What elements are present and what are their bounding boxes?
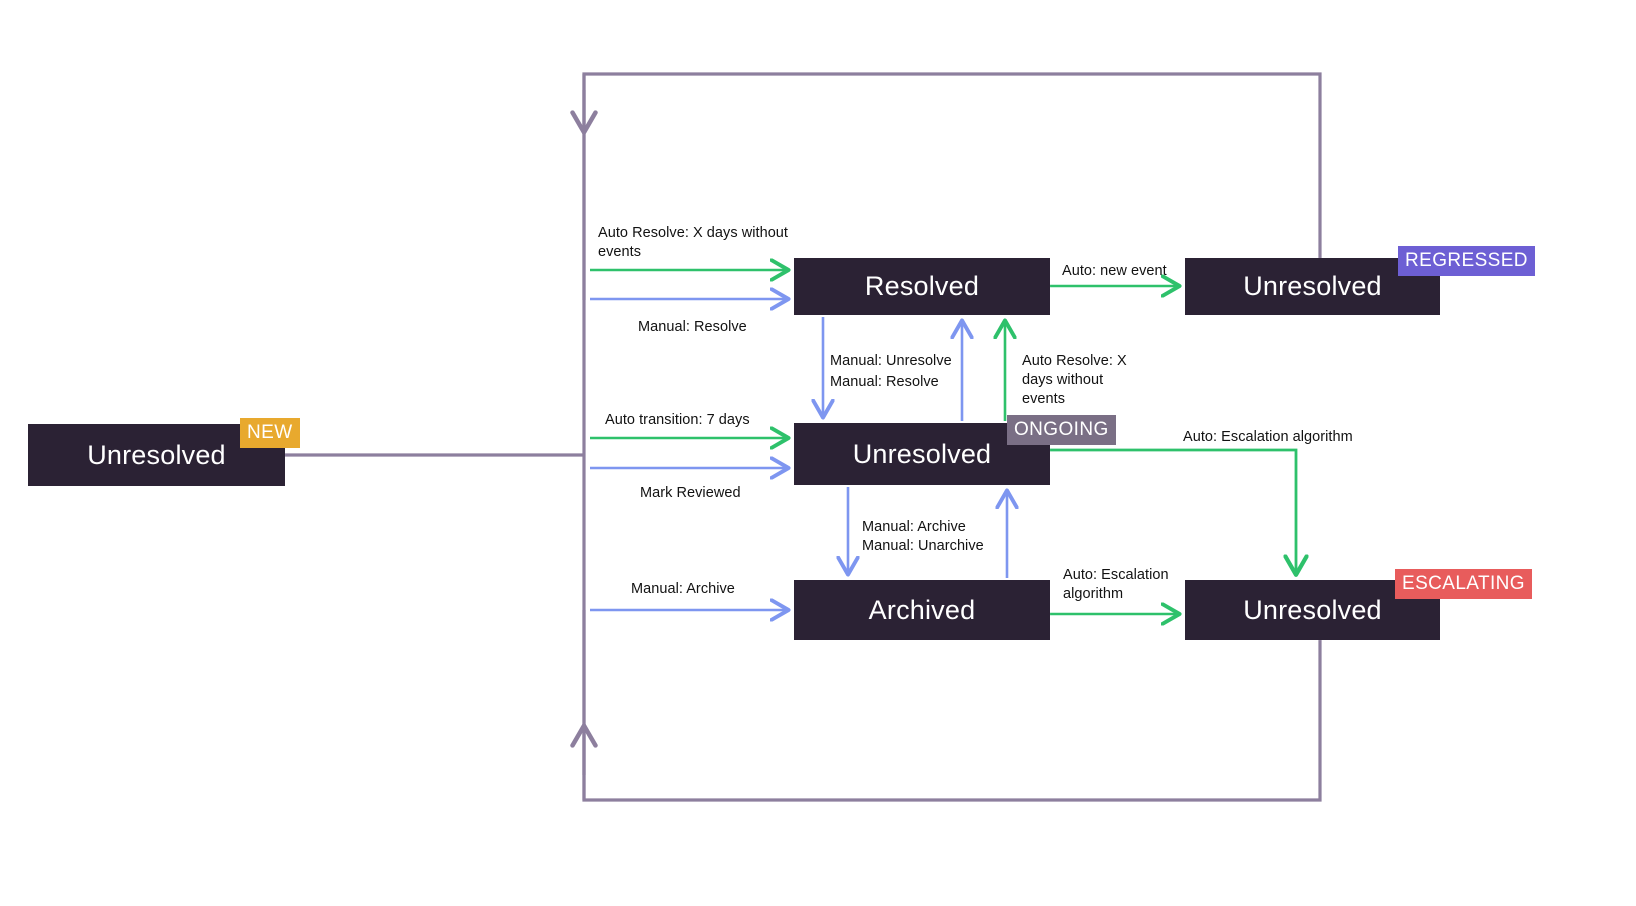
edge-label-auto-escalation-bottom: Auto: Escalation algorithm xyxy=(1063,567,1169,603)
node-label: Unresolved xyxy=(87,439,226,470)
edge-label-auto-escalation-right: Auto: Escalation algorithm xyxy=(1183,429,1353,445)
node-label: Unresolved xyxy=(852,438,992,469)
node-unresolved-regressed[interactable]: Unresolved xyxy=(1185,258,1440,315)
node-label: Archived xyxy=(868,594,976,625)
edge-label-manual-resolve-top: Manual: Resolve xyxy=(638,319,747,335)
status-badge-ongoing: ONGOING xyxy=(1007,415,1116,445)
status-badge-escalating: ESCALATING xyxy=(1395,569,1532,599)
node-label: Unresolved xyxy=(1243,271,1382,301)
edge-label-auto-resolve-x-days: Auto Resolve: X days without events xyxy=(598,225,788,261)
node-archived[interactable]: Archived xyxy=(794,580,1050,640)
edge-label-auto-resolve-x-days-2: Auto Resolve: X days without events xyxy=(1022,353,1127,408)
edge-label-mark-reviewed: Mark Reviewed xyxy=(640,485,741,501)
edge-label-manual-resolve-mid: Manual: Resolve xyxy=(830,374,939,390)
status-badge-regressed: REGRESSED xyxy=(1398,246,1535,276)
status-badge-new: NEW xyxy=(240,418,300,448)
edge-label-manual-unresolve: Manual: Unresolve xyxy=(830,353,952,369)
node-label: Resolved xyxy=(864,271,980,301)
edge-label-manual-archive-unarchive: Manual: Archive Manual: Unarchive xyxy=(862,519,984,555)
edge-label-auto-new-event: Auto: new event xyxy=(1062,263,1167,279)
edge-ongoing-to-escalating xyxy=(1050,448,1296,572)
edge-label-auto-transition-7-days: Auto transition: 7 days xyxy=(605,412,750,428)
node-resolved[interactable]: Resolved xyxy=(794,258,1050,315)
edge-label-manual-archive: Manual: Archive xyxy=(631,581,735,597)
node-label: Unresolved xyxy=(1243,594,1382,625)
